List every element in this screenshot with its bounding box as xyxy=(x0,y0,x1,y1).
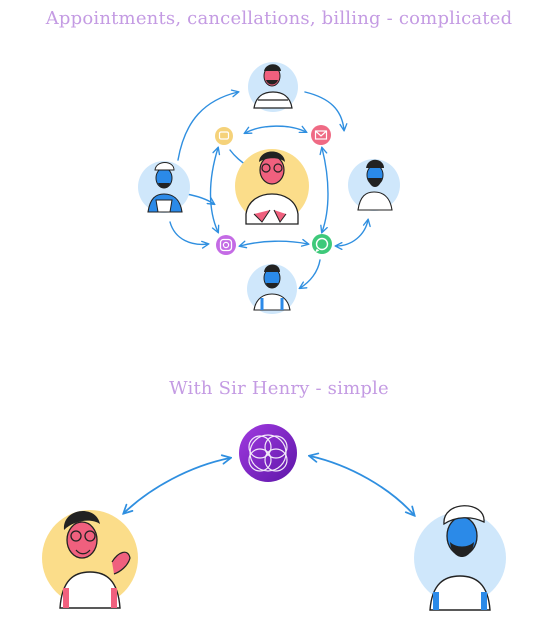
stylist-figure-left xyxy=(42,510,138,609)
section-title-simple: With Sir Henry - simple xyxy=(169,378,389,399)
whatsapp-icon xyxy=(312,234,332,254)
instagram-icon xyxy=(216,235,236,255)
center-stylist-figure xyxy=(235,149,309,225)
sir-henry-logo xyxy=(239,424,297,482)
mail-icon xyxy=(311,125,331,145)
sms-icon xyxy=(215,127,233,145)
section-title-complicated: Appointments, cancellations, billing - c… xyxy=(45,8,513,29)
person-right-beard xyxy=(348,159,400,211)
communication-arrows-top xyxy=(169,92,368,288)
person-bottom xyxy=(247,264,297,314)
connection-arrows-bottom xyxy=(124,456,414,515)
person-left-cap xyxy=(138,161,190,213)
customer-figure-right xyxy=(414,505,506,611)
person-top-arms-crossed xyxy=(248,62,298,112)
